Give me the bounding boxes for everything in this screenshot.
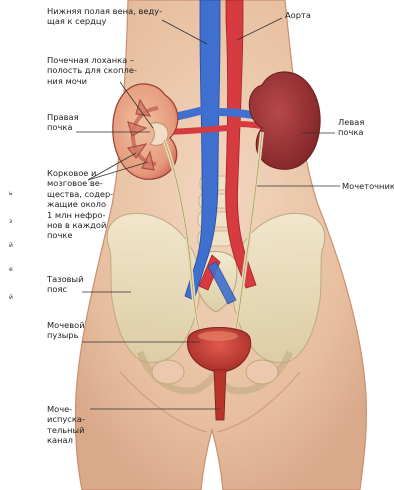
right-kidney	[113, 84, 178, 179]
label-pelvic-girdle: Тазовый пояс	[47, 274, 83, 295]
urethra	[214, 370, 226, 420]
margin-fragment: е	[9, 266, 13, 273]
margin-fragment: ь	[9, 190, 13, 197]
label-right-kidney: Правая почка	[47, 112, 79, 133]
margin-fragment: й	[9, 294, 13, 301]
label-cortex-medulla: Корковое и мозговое ве- щества, содер- ж…	[47, 168, 113, 241]
label-urethra: Моче- испуска- тельный канал	[47, 404, 85, 446]
label-aorta: Аорта	[285, 10, 311, 20]
label-bladder: Мочевой пузырь	[47, 320, 85, 341]
label-left-kidney: Левая почка	[338, 117, 364, 138]
margin-fragment: й	[9, 242, 13, 249]
label-ureter: Мочеточник	[342, 181, 394, 191]
label-renal-pelvis: Почечная лоханка – полость для скопле- н…	[47, 55, 137, 86]
label-inferior-vena-cava: Нижняя полая вена, веду- щая к сердцу	[47, 6, 162, 27]
margin-fragment: з	[9, 218, 12, 225]
